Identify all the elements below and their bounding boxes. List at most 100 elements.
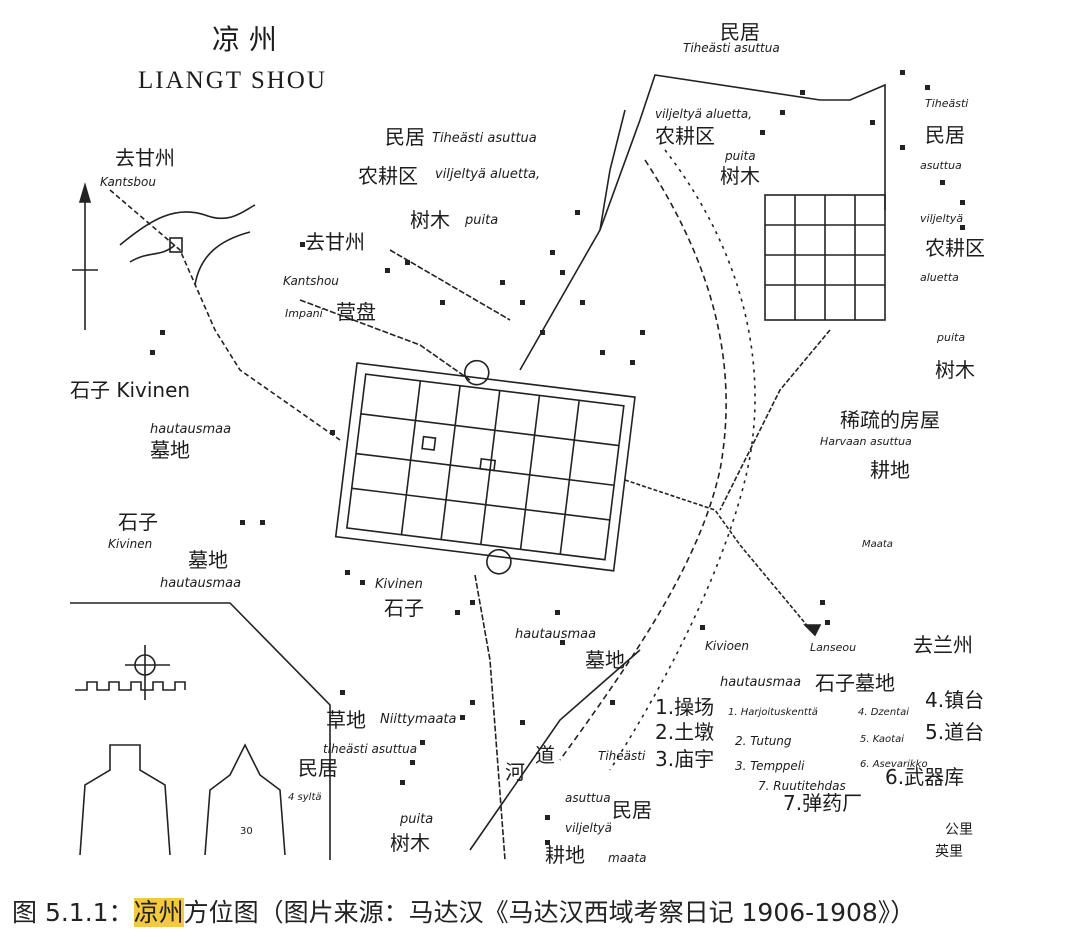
building-dot <box>400 780 405 785</box>
tower-drawing-1 <box>79 744 171 856</box>
map-label: puita <box>725 149 756 163</box>
caption-prefix: 图 5.1.1： <box>12 898 134 927</box>
map-label: tiheästi asuttua <box>323 742 418 756</box>
building-dot <box>870 120 875 125</box>
map-label: 去甘州 <box>305 230 365 254</box>
building-dot <box>520 720 525 725</box>
map-label: 道 <box>535 743 555 767</box>
map-label: Kantshou <box>283 274 339 288</box>
map-label: 草地 <box>326 708 366 732</box>
map-label: 树木 <box>720 164 760 188</box>
map-label: 民居 <box>720 20 760 44</box>
building-dot <box>900 145 905 150</box>
building-dot <box>540 330 545 335</box>
map-label: 2. Tutung <box>735 734 792 748</box>
map-label: 民居 <box>925 123 965 147</box>
map-label: 30 <box>240 826 253 837</box>
map-label: 民居 <box>298 756 338 780</box>
map-label: 7.弹药厂 <box>783 791 863 815</box>
map-label: 英里 <box>935 844 963 860</box>
building-dot <box>560 640 565 645</box>
north-road <box>519 74 886 371</box>
map-label: viljeltyä aluetta, <box>655 107 753 121</box>
map-title-en: LIANGT SHOU <box>138 67 327 94</box>
liangzhou-map <box>70 70 965 861</box>
map-label: 石子 Kivinen <box>70 378 191 402</box>
map-label: Tiheästi <box>925 97 969 110</box>
map-label: puita <box>465 213 499 228</box>
map-label: Niittymaata <box>380 712 457 727</box>
building-dot <box>900 70 905 75</box>
map-label: asuttua <box>565 791 611 805</box>
map-label: viljeltyä aluetta, <box>435 167 541 182</box>
building-dot <box>960 200 965 205</box>
map-label: Kantsbou <box>100 175 156 189</box>
settlement-dots <box>150 70 965 845</box>
map-label: 石子 <box>384 596 424 620</box>
map-label: asuttua <box>920 159 962 172</box>
map-label: Lanseou <box>810 641 857 654</box>
map-label: 河 <box>505 760 525 784</box>
building-dot <box>260 520 265 525</box>
building-dot <box>600 350 605 355</box>
map-label: 7. Ruutitehdas <box>758 779 846 793</box>
building-dot <box>440 300 445 305</box>
building-dot <box>760 130 765 135</box>
building-dot <box>410 760 415 765</box>
building-dot <box>405 260 410 265</box>
map-label: viljeltyä <box>920 212 964 225</box>
map-label: Maata <box>862 539 893 550</box>
building-dot <box>550 250 555 255</box>
north-arrow-head-icon <box>78 182 92 203</box>
map-label: Kivinen <box>375 577 423 592</box>
map-label: viljeltyä <box>565 821 612 835</box>
map-label: hautausmaa <box>515 627 597 642</box>
map-label: 稀疏的房屋 <box>840 408 940 432</box>
map-label: 公里 <box>945 822 973 838</box>
map-label: Kivinen <box>108 537 153 551</box>
map-label: hautausmaa <box>720 675 802 690</box>
building-dot <box>500 280 505 285</box>
building-dot <box>575 210 580 215</box>
building-dot <box>825 620 830 625</box>
map-label: 去兰州 <box>913 633 973 657</box>
building-dot <box>385 268 390 273</box>
map-label: 4. Dzentai <box>858 707 909 718</box>
hill-line <box>119 204 256 246</box>
map-label: hautausmaa <box>150 422 232 437</box>
map-label: 树木 <box>935 358 975 382</box>
building-dot <box>360 580 365 585</box>
map-label: aluetta <box>920 271 959 284</box>
building-dot <box>630 360 635 365</box>
building-dot <box>150 350 155 355</box>
map-label: 民居 <box>612 798 652 822</box>
building-dot <box>800 90 805 95</box>
building-dot <box>460 715 465 720</box>
building-dot <box>780 110 785 115</box>
building-dot <box>520 300 525 305</box>
building-dot <box>960 225 965 230</box>
road-kantsbou <box>109 189 341 441</box>
building-dot <box>470 700 475 705</box>
map-label: 树木 <box>390 831 430 855</box>
map-label: 墓地 <box>585 648 625 672</box>
map-label: 去甘州 <box>115 146 175 170</box>
map-label: 墓地 <box>150 438 190 462</box>
map-label: 5. Kaotai <box>860 734 904 745</box>
building-dot <box>545 840 550 845</box>
map-label: puita <box>937 331 966 344</box>
building-dot <box>940 180 945 185</box>
map-label: 6.武器库 <box>885 765 965 789</box>
map-label: 石子墓地 <box>815 671 895 695</box>
map-label: Impani <box>285 307 323 320</box>
caption-suffix: 方位图（图片来源：马达汉《马达汉西域考察日记 1906-1908》） <box>183 898 916 927</box>
building-dot <box>700 625 705 630</box>
building-dot <box>330 430 335 435</box>
map-label: Tiheästi <box>598 749 646 763</box>
building-dot <box>300 242 305 247</box>
map-label: 1. Harjoituskenttä <box>728 707 818 718</box>
map-label: 营盘 <box>336 300 376 324</box>
map-label: 农耕区 <box>358 164 418 188</box>
map-label: 5.道台 <box>925 720 985 744</box>
